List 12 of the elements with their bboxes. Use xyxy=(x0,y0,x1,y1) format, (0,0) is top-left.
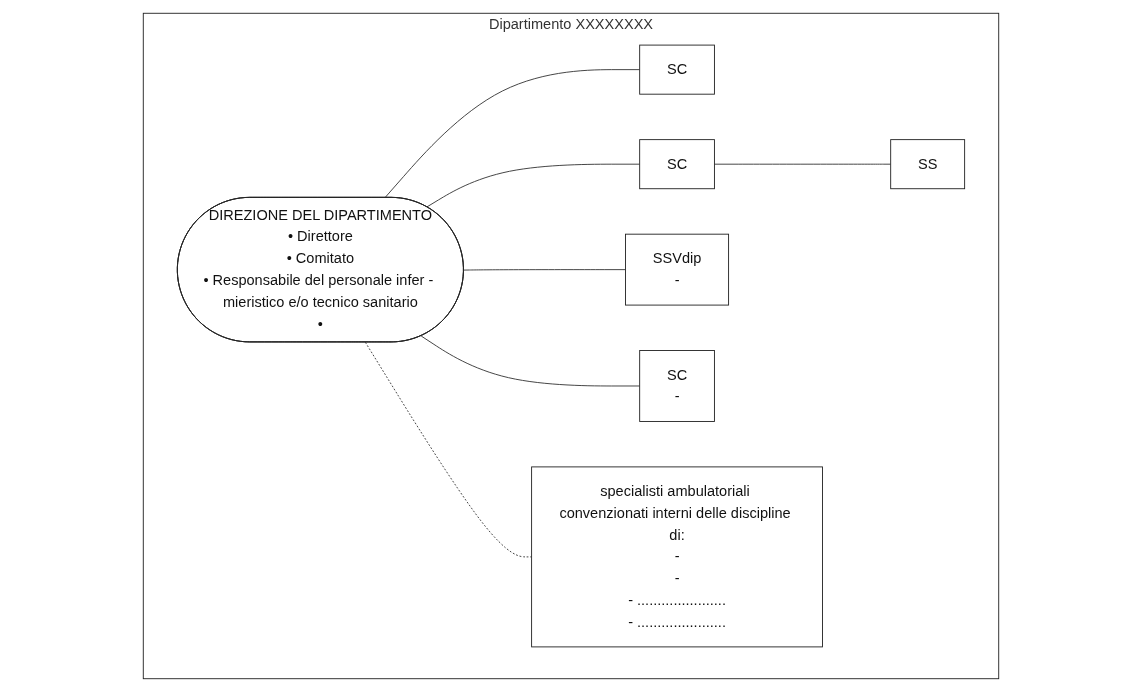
connector xyxy=(713,163,891,165)
connector xyxy=(420,335,640,387)
node-box: SSVdip - xyxy=(624,233,729,306)
connector xyxy=(425,163,640,208)
node-box: SC xyxy=(638,44,715,95)
node-box: specialisti ambulatoriali convenzionati interni delle discipline di: - - - ...................... - ...................... xyxy=(530,466,823,648)
node-box: SC - xyxy=(638,350,715,422)
connector xyxy=(364,341,532,558)
connector xyxy=(462,269,626,271)
node-box: SS xyxy=(889,139,965,190)
node-box: SC xyxy=(638,139,715,190)
connector xyxy=(383,69,640,199)
